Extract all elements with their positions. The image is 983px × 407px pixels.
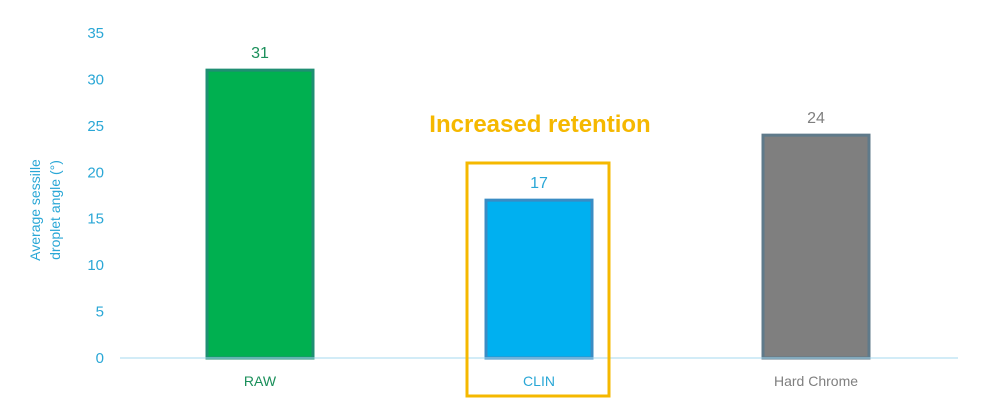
y-tick-label: 30 (87, 71, 104, 88)
bar-clin (484, 198, 594, 360)
data-label: 31 (251, 45, 269, 62)
y-tick-label: 20 (87, 164, 104, 181)
y-tick-label: 5 (96, 304, 104, 321)
y-tick-label: 25 (87, 118, 104, 135)
x-axis-categories: RAW CLIN Hard Chrome (244, 373, 858, 389)
data-labels: 31 17 24 (251, 45, 825, 192)
data-label: 17 (530, 175, 548, 192)
y-axis-ticks: 0 5 10 15 20 25 30 35 (87, 25, 104, 367)
y-axis-label-line-1: Average sessille (27, 159, 43, 261)
bar-raw (205, 68, 315, 360)
bars (205, 68, 871, 360)
x-category-label: Hard Chrome (774, 373, 858, 389)
y-tick-label: 35 (87, 25, 104, 42)
annotation-increased-retention: Increased retention (429, 111, 650, 138)
highlight-box (465, 161, 611, 398)
x-category-label: RAW (244, 373, 277, 389)
y-tick-label: 15 (87, 211, 104, 228)
x-category-label: CLIN (523, 373, 555, 389)
y-tick-label: 0 (96, 350, 104, 367)
y-tick-label: 10 (87, 257, 104, 274)
bar-hard-chrome (761, 133, 871, 360)
y-axis-label: Average sessille droplet angle (°) (27, 159, 63, 261)
data-label: 24 (807, 110, 825, 127)
y-axis-label-line-2: droplet angle (°) (47, 160, 63, 260)
